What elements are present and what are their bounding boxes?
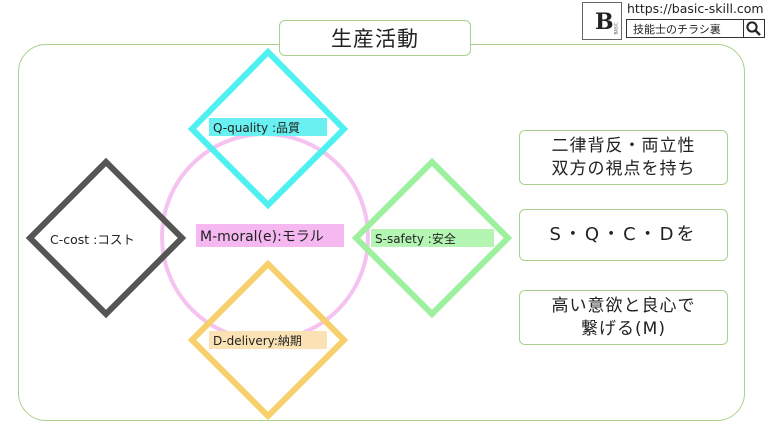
note-moral-line2: 繋げる(M)	[581, 318, 666, 339]
brand-header: B BASIC https://basic-skill.com 技能士のチラシ裏	[580, 0, 768, 42]
search-input[interactable]: 技能士のチラシ裏	[626, 19, 744, 38]
moral-label: M-moral(e):モラル	[196, 224, 344, 247]
site-logo[interactable]: B BASIC	[582, 2, 622, 40]
page-title: 生産活動	[279, 20, 471, 56]
safety-diamond	[351, 157, 513, 319]
quality-label: Q-quality :品質	[209, 118, 327, 136]
safety-label: S-safety :安全	[371, 229, 494, 247]
cost-diamond	[25, 157, 187, 319]
logo-word: BASIC	[613, 22, 619, 35]
note-tradeoff: 二律背反・両立性 双方の視点を持ち	[519, 130, 728, 185]
delivery-label: D-delivery:納期	[209, 331, 327, 349]
note-tradeoff-line1: 二律背反・両立性	[551, 135, 696, 156]
search-icon	[746, 21, 761, 36]
search-button[interactable]	[744, 19, 765, 38]
note-moral: 高い意欲と良心で 繋げる(M)	[519, 290, 728, 345]
note-tradeoff-line2: 双方の視点を持ち	[551, 158, 696, 179]
note-sqcd: S・Q・C・Dを	[519, 209, 728, 261]
note-moral-line1: 高い意欲と良心で	[551, 295, 696, 316]
logo-letter: B	[595, 9, 614, 35]
quality-diamond	[187, 47, 349, 210]
cost-label: C-cost :コスト	[50, 232, 135, 247]
delivery-diamond	[187, 259, 349, 421]
site-url[interactable]: https://basic-skill.com	[627, 1, 764, 16]
